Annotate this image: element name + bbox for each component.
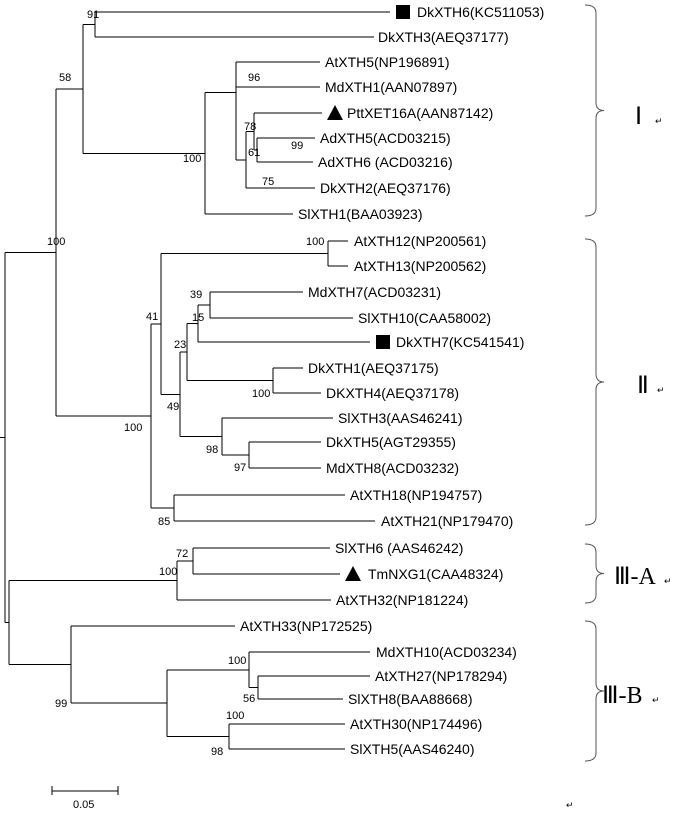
- triangle-marker-icon: [345, 566, 361, 581]
- bootstrap-value: 100: [252, 388, 270, 400]
- taxon-label: AtXTH27(NP178294): [375, 668, 507, 684]
- triangle-marker-icon: [327, 105, 343, 120]
- taxon-label: AtXTH30(NP174496): [350, 716, 482, 732]
- taxon-label: DkXTH1(AEQ37175): [308, 360, 439, 376]
- clade-groups: Ⅰ ↵ Ⅱ ↵ Ⅲ-A ↵ Ⅲ-B ↵: [584, 4, 672, 762]
- taxon-label: AdXTH5(ACD03215): [320, 130, 451, 146]
- bootstrap-value: 78: [244, 121, 256, 133]
- taxon-label: DKXTH4(AEQ37178): [326, 385, 459, 401]
- taxon-label: SlXTH5(AAS46240): [350, 741, 475, 757]
- bootstrap-value: 98: [211, 746, 223, 758]
- bootstrap-value: 41: [146, 311, 158, 323]
- footer-return-mark: ↵: [566, 800, 574, 810]
- taxon-label: AtXTH21(NP179470): [381, 513, 513, 529]
- bootstrap-value: 61: [248, 147, 260, 159]
- tree-branches: [0, 11, 390, 750]
- taxon-label: SlXTH10(CAA58002): [358, 310, 491, 326]
- clade-brace: [584, 4, 605, 217]
- return-mark: ↵: [657, 385, 665, 395]
- bootstrap-value: 15: [192, 312, 204, 324]
- taxon-label: AdXTH6 (ACD03216): [318, 154, 453, 170]
- clade-label: Ⅱ: [637, 373, 649, 399]
- taxon-label: MdXTH8(ACD03232): [326, 460, 459, 476]
- scale-bar: 0.05: [51, 786, 119, 811]
- taxon-label: AtXTH12(NP200561): [354, 233, 486, 249]
- bootstrap-value: 99: [55, 698, 67, 710]
- bootstrap-value: 98: [206, 444, 218, 456]
- taxon-label: SlXTH6 (AAS46242): [335, 540, 463, 556]
- taxon-label: DkXTH7(KC541541): [396, 334, 524, 350]
- taxon-label: DkXTH2(AEQ37176): [320, 180, 451, 196]
- bootstrap-value: 85: [158, 516, 170, 528]
- taxon-label: AtXTH13(NP200562): [354, 258, 486, 274]
- bootstrap-value: 100: [159, 566, 177, 578]
- bootstrap-value: 100: [183, 153, 201, 165]
- clade-brace: [584, 238, 605, 526]
- taxon-label: SlXTH8(BAA88668): [348, 691, 473, 707]
- bootstrap-value: 100: [124, 422, 142, 434]
- taxon-label: PttXET16A(AAN87142): [347, 105, 493, 121]
- taxon-label: MdXTH10(ACD03234): [376, 644, 517, 660]
- taxon-label: MdXTH7(ACD03231): [308, 284, 441, 300]
- clade-label: Ⅲ-B: [602, 683, 643, 709]
- bootstrap-value: 91: [87, 9, 99, 21]
- clade-brace: [584, 620, 605, 762]
- square-marker-icon: [396, 5, 410, 19]
- clade-brace: [584, 543, 605, 604]
- taxon-label: SlXTH3(AAS46241): [338, 410, 463, 426]
- bootstrap-value: 97: [234, 462, 246, 474]
- bootstrap-value: 72: [176, 548, 188, 560]
- bootstrap-values: 91 99 61 75 78 96 100 58 100 39 15 100 23 97 98 49 41 85 1…: [47, 9, 324, 758]
- bootstrap-value: 96: [248, 72, 260, 84]
- taxon-label: DkXTH3(AEQ37177): [378, 29, 509, 45]
- bootstrap-value: 56: [243, 693, 255, 705]
- taxon-label: DkXTH5(AGT29355): [326, 434, 456, 450]
- bootstrap-value: 58: [59, 72, 71, 84]
- taxon-labels: DkXTH6(KC511053) DkXTH3(AEQ37177) AtXTH5(N…: [240, 4, 544, 757]
- bootstrap-value: 100: [47, 236, 65, 248]
- bootstrap-value: 100: [228, 655, 246, 667]
- bootstrap-value: 99: [291, 140, 303, 152]
- bootstrap-value: 100: [226, 710, 244, 722]
- taxon-label: TmNXG1(CAA48324): [368, 566, 503, 582]
- return-mark: ↵: [664, 576, 672, 586]
- taxon-label: SlXTH1(BAA03923): [298, 206, 423, 222]
- taxon-label: AtXTH33(NP172525): [240, 618, 372, 634]
- square-marker-icon: [376, 335, 390, 349]
- taxon-label: AtXTH18(NP194757): [350, 487, 482, 503]
- bootstrap-value: 39: [190, 289, 202, 301]
- scale-bar-label: 0.05: [73, 799, 94, 811]
- bootstrap-value: 100: [306, 236, 324, 248]
- clade-label: Ⅲ-A: [614, 564, 657, 590]
- taxon-label: DkXTH6(KC511053): [417, 4, 544, 20]
- taxon-label: AtXTH32(NP181224): [336, 592, 468, 608]
- return-mark: ↵: [655, 116, 663, 126]
- taxon-label: MdXTH1(AAN07897): [325, 79, 457, 95]
- clade-label: Ⅰ: [635, 104, 642, 130]
- return-mark: ↵: [652, 695, 660, 705]
- bootstrap-value: 75: [262, 176, 274, 188]
- bootstrap-value: 49: [167, 401, 179, 413]
- taxon-label: AtXTH5(NP196891): [325, 54, 450, 70]
- bootstrap-value: 23: [174, 339, 186, 351]
